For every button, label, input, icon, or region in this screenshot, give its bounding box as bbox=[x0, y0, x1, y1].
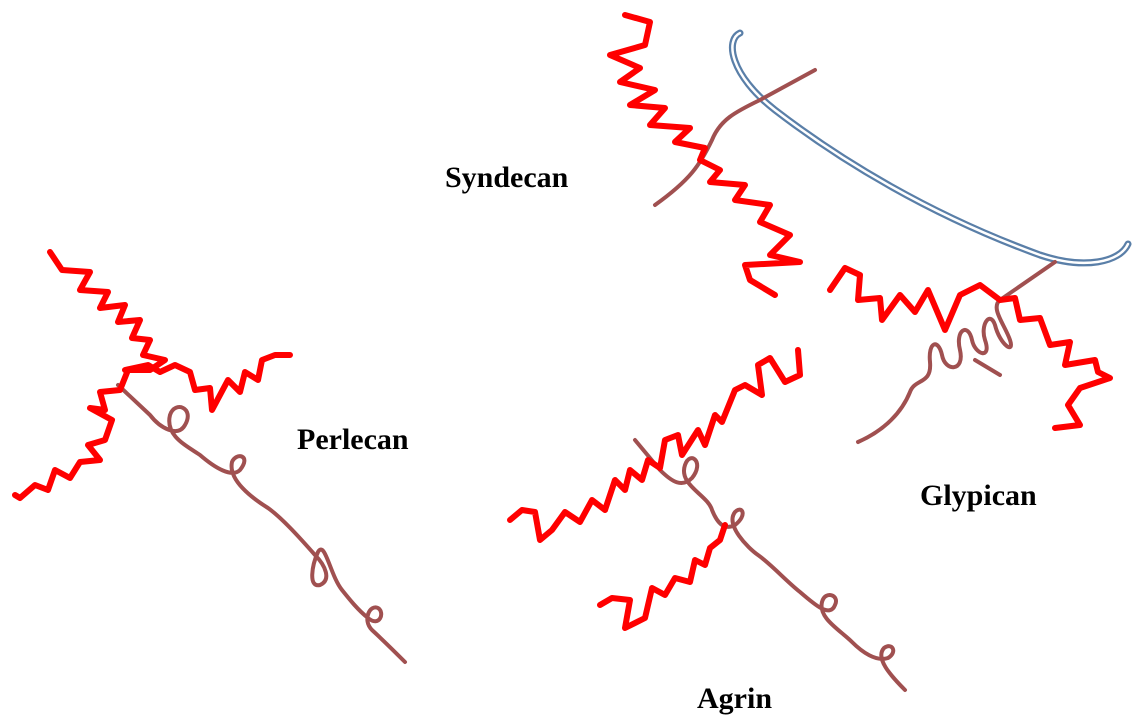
perlecan-molecule bbox=[15, 252, 405, 662]
agrin-gag-chain-lower bbox=[600, 525, 725, 628]
glypican-core-branch bbox=[975, 360, 1000, 375]
agrin-molecule bbox=[510, 350, 905, 690]
label-glypican: Glypican bbox=[920, 481, 1037, 511]
syndecan-gag-chain bbox=[610, 15, 800, 295]
agrin-core-protein bbox=[635, 440, 905, 690]
label-perlecan: Perlecan bbox=[297, 425, 409, 455]
perlecan-gag-chain-right bbox=[125, 355, 290, 410]
label-syndecan: Syndecan bbox=[445, 163, 568, 193]
agrin-gag-chain-upper bbox=[510, 350, 800, 540]
cell-membrane bbox=[732, 33, 1128, 263]
glypican-molecule bbox=[830, 262, 1110, 442]
syndecan-molecule bbox=[610, 15, 815, 295]
perlecan-gag-chain-upper bbox=[15, 252, 165, 498]
glypican-core-protein bbox=[858, 262, 1055, 442]
label-agrin: Agrin bbox=[697, 684, 772, 714]
glypican-gag-chain bbox=[830, 268, 1110, 428]
